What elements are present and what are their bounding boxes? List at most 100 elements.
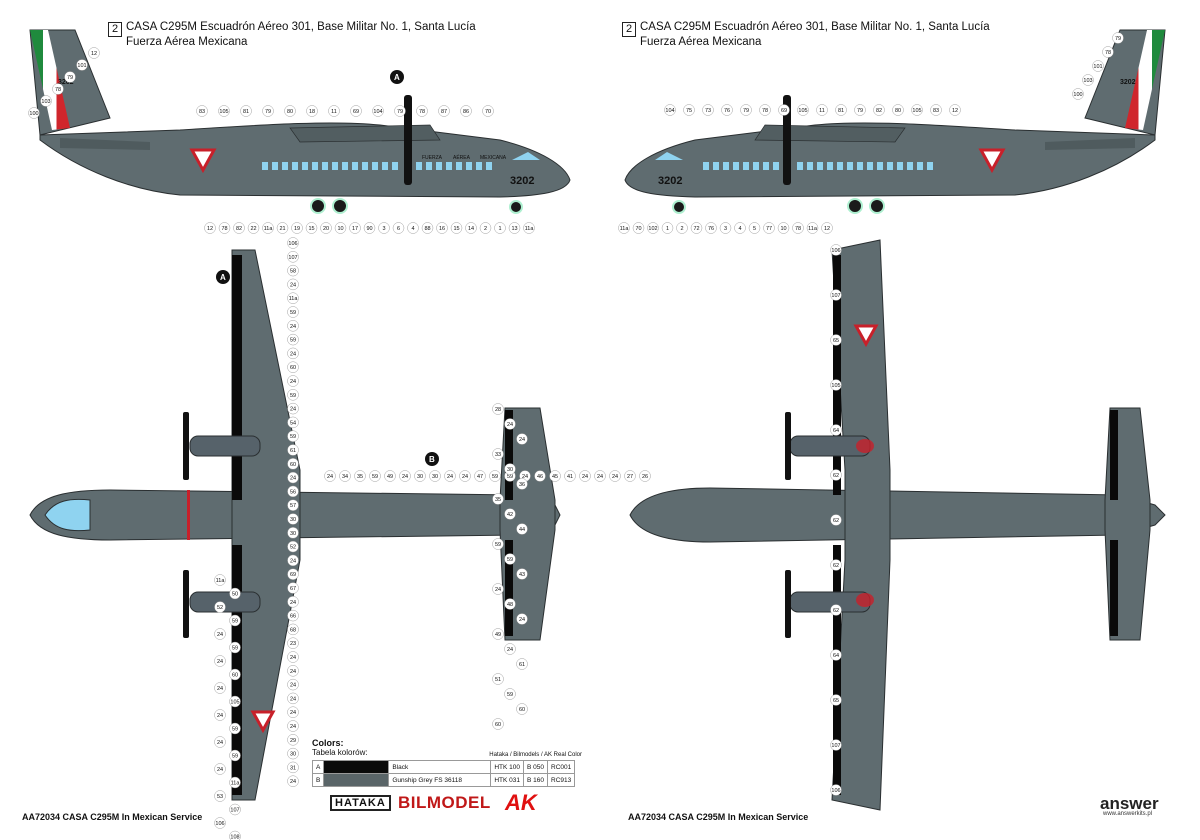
- callout-circle: [334, 222, 347, 234]
- callout-number: 58: [290, 269, 296, 275]
- callout-circle: [276, 222, 289, 234]
- callout-number: 70: [485, 109, 491, 115]
- right-side-profile: [624, 29, 1166, 214]
- left-top-callout: 83: [196, 105, 208, 117]
- top-view-tail-callout: 24: [504, 418, 516, 430]
- callout-number: 78: [55, 87, 61, 93]
- callout-circle: [676, 222, 688, 234]
- callout-circle: [492, 493, 504, 505]
- left-top-fin-callout: 100: [28, 107, 40, 119]
- callout-number: 77: [766, 226, 772, 232]
- callout-circle: [214, 709, 226, 721]
- callout-number: 82: [876, 108, 882, 114]
- callout-circle: [229, 776, 241, 789]
- profile-title-line2-right: Fuerza Aérea Mexicana: [640, 36, 762, 48]
- callout-number: 79: [397, 109, 403, 115]
- callout-number: 59: [290, 434, 296, 440]
- callout-circle: [721, 104, 733, 116]
- callout-circle: [287, 278, 299, 291]
- top-view-tail-callout: 49: [492, 628, 504, 640]
- callout-number: 67: [290, 586, 296, 592]
- top-view-wing-upper-callout: 24: [287, 665, 299, 677]
- callout-number: 59: [290, 310, 296, 316]
- callout-circle: [214, 628, 226, 640]
- top-view-tail-callout: 30: [504, 463, 516, 475]
- right-top-fin-callout: 78: [1102, 46, 1114, 58]
- profile-title-line1-right: CASA C295M Escuadrón Aéreo 301, Base Mil…: [640, 21, 990, 33]
- callout-number: 59: [507, 692, 513, 698]
- left-bottom-callout: 20: [320, 222, 332, 234]
- callout-number: 24: [290, 407, 296, 413]
- right-top-callout: 80: [892, 104, 904, 116]
- callout-circle: [28, 107, 40, 119]
- callout-circle: [777, 222, 790, 234]
- top-view-fuselage-callout: 24: [444, 470, 456, 482]
- callout-number: 24: [290, 710, 296, 716]
- callout-number: 11a: [289, 296, 299, 302]
- callout-number: 24: [582, 474, 588, 480]
- callout-number: 34: [342, 474, 348, 480]
- fin-serial-left: 3202: [58, 79, 74, 86]
- callout-circle: [830, 739, 842, 751]
- top-view-wing-lower-callout: 53: [214, 790, 226, 802]
- left-top-callout: 69: [350, 105, 362, 117]
- callout-circle: [218, 105, 230, 117]
- top-view-wing-lower-callout: 24: [214, 628, 226, 640]
- callout-circle: [287, 264, 299, 277]
- callout-number: 79: [1115, 36, 1121, 42]
- left-top-fin-callout: 79: [64, 71, 76, 83]
- callout-number: 76: [708, 226, 714, 232]
- callout-number: 101: [77, 63, 86, 69]
- callout-number: 105: [219, 109, 228, 115]
- callout-circle: [1092, 60, 1104, 72]
- top-view-wing-upper-callout: 24: [287, 402, 299, 415]
- callout-circle: [287, 320, 299, 332]
- callout-circle: [609, 470, 621, 482]
- callout-number: 59: [232, 646, 238, 652]
- callout-number: 69: [290, 572, 296, 578]
- callout-number: 106: [831, 788, 840, 794]
- callout-circle: [214, 682, 226, 694]
- top-view-wing-upper-callout: 24: [287, 678, 299, 691]
- right-top-fin-callout: 103: [1082, 74, 1094, 86]
- callout-number: 23: [290, 641, 296, 647]
- callout-number: 24: [290, 724, 296, 730]
- callout-circle: [394, 105, 406, 117]
- callout-number: 11a: [525, 226, 535, 232]
- callout-number: 107: [831, 293, 840, 299]
- callout-number: 43: [519, 572, 525, 578]
- top-view-fuselage-callout: 30: [414, 470, 426, 482]
- left-bottom-callout: 1: [494, 222, 506, 234]
- callout-circle: [306, 105, 318, 117]
- callout-circle: [229, 695, 241, 708]
- callout-circle: [287, 306, 299, 318]
- callout-circle: [516, 433, 528, 445]
- color-ak: RC913: [546, 773, 576, 787]
- callout-circle: [287, 540, 299, 553]
- callout-number: 60: [495, 722, 501, 728]
- left-top-callout: 80: [284, 105, 296, 117]
- callout-circle: [229, 803, 241, 816]
- callout-number: 18: [309, 109, 315, 115]
- profile-title-right: CASA C295M Escuadrón Aéreo 301, Base Mil…: [640, 20, 990, 50]
- callout-circle: [287, 596, 299, 608]
- callout-number: 60: [232, 673, 238, 679]
- callout-number: 88: [424, 226, 430, 232]
- callout-circle: [806, 222, 819, 234]
- top-view-wing-lower-callout: 24: [214, 736, 226, 748]
- callout-circle: [632, 222, 645, 234]
- fuselage-text-mexicana: MEXICANA: [480, 155, 507, 161]
- top-view-tail-callout: 51: [492, 673, 504, 685]
- callout-circle: [664, 104, 676, 116]
- callout-number: 28: [495, 407, 501, 413]
- left-top-fin-callout: 12: [88, 47, 100, 59]
- right-top-fin-callout: 79: [1112, 32, 1124, 44]
- top-view-fuselage-callout: 47: [474, 470, 486, 482]
- callout-number: 36: [519, 482, 525, 488]
- callout-number: 41: [567, 474, 573, 480]
- callout-number: 60: [290, 462, 296, 468]
- callout-circle: [830, 604, 842, 616]
- callout-number: 24: [522, 474, 528, 480]
- callout-circle: [287, 361, 299, 373]
